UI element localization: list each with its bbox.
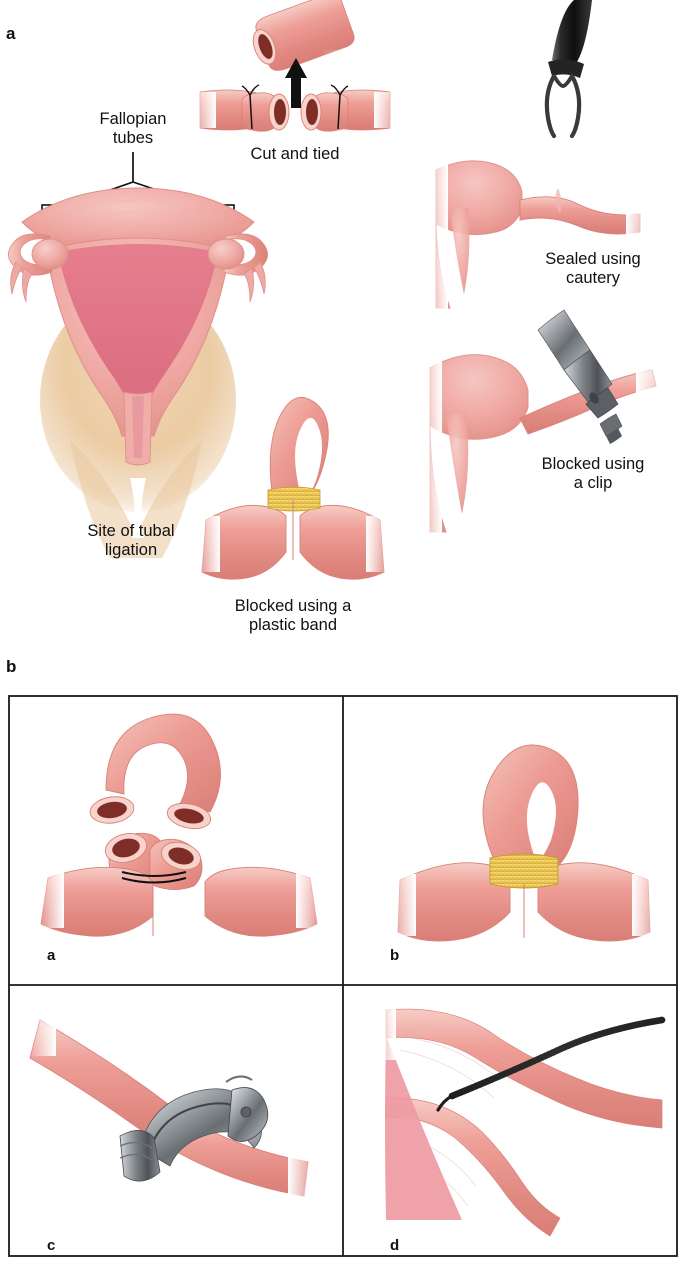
site-of-tubal-ligation-line2: ligation: [104, 541, 158, 559]
suture-tie: [121, 871, 187, 877]
blocked-using-plastic-band-caption: Blocked using a plastic band: [208, 597, 378, 635]
fallopian-tubes-label: Fallopian tubes: [73, 110, 193, 148]
blocked-using-a-clip-line1: Blocked using: [541, 455, 645, 473]
illustration-cut-and-tied: [190, 0, 400, 132]
sealed-using-cautery-line1: Sealed using: [545, 250, 641, 268]
site-of-tubal-ligation-caption: Site of tubal ligation: [56, 522, 206, 560]
illustration-quad-d: [376, 1004, 678, 1237]
cautery-handle: [552, 0, 592, 66]
sealed-using-cautery-caption: Sealed using cautery: [508, 250, 678, 288]
filshie-clip: [119, 1075, 269, 1182]
ovary-right: [207, 238, 245, 270]
cut-and-tied-caption: Cut and tied: [250, 145, 340, 163]
plastic-band-yellow: [267, 486, 321, 512]
illustration-cautery: [424, 0, 656, 312]
ovary-left: [31, 238, 69, 270]
quad-c-label: c: [47, 1237, 56, 1254]
silicone-band-yellow: [489, 853, 559, 889]
panel-b-grid: [8, 695, 678, 1257]
arrow-up-icon: [285, 58, 307, 108]
illustration-quad-c: [29, 1016, 316, 1202]
sealed-using-cautery-line2: cautery: [565, 269, 621, 287]
cautery-jaw-right: [569, 73, 582, 139]
illustration-quad-a: [38, 713, 322, 937]
plastic-band-line2: plastic band: [248, 616, 338, 634]
illustration-uterus-anatomy: [8, 187, 268, 558]
blocked-using-a-clip-caption: Blocked using a clip: [508, 455, 678, 493]
illustration-quad-b: [388, 744, 660, 942]
site-of-tubal-ligation-line1: Site of tubal: [87, 522, 175, 540]
fallopian-tubes-label-line1: Fallopian: [99, 110, 167, 128]
cautery-jaw-left: [544, 73, 557, 139]
quad-d-label: d: [390, 1237, 400, 1254]
plastic-band-line1: Blocked using a: [234, 597, 352, 615]
blocked-using-a-clip-line2: a clip: [573, 474, 613, 492]
panel-a-label: a: [6, 24, 16, 43]
illustration-clip: [418, 309, 670, 542]
clip-applicator: [537, 309, 623, 444]
illustration-plastic-band: [196, 396, 390, 580]
fallopian-tubes-label-line2: tubes: [112, 129, 154, 147]
quad-a-label: a: [47, 947, 56, 964]
panel-b-label: b: [6, 657, 17, 676]
quad-b-label: b: [390, 947, 400, 964]
